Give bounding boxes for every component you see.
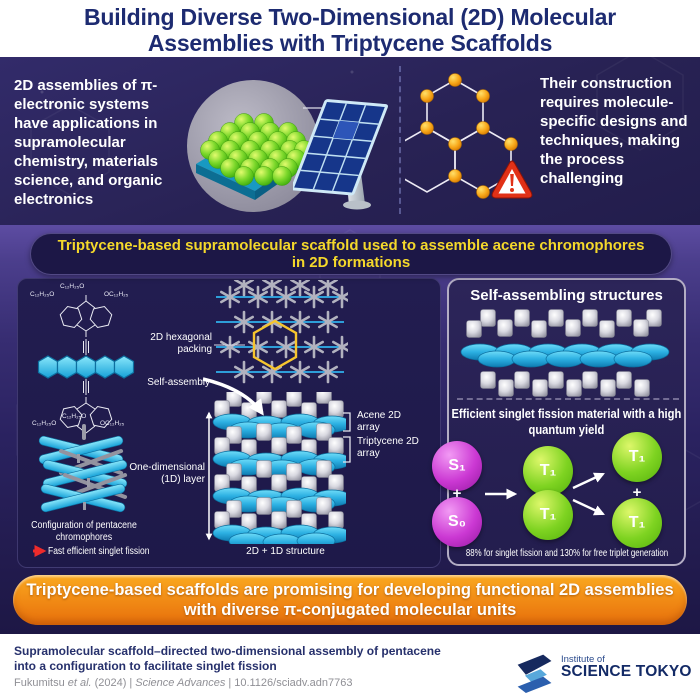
state-t1: T₁ [523,490,573,540]
science-tokyo-logo-icon [517,654,552,693]
citation-year: (2024) [94,677,127,689]
plus-sign: + [452,485,462,502]
self-assembling-structures-illustration [460,309,670,397]
citation-etal: et al. [67,677,92,689]
intro-left-text: 2D assemblies of π-electronic systems ha… [14,77,163,208]
paper-title: Supramolecular scaffold–directed two-dim… [14,644,441,673]
alkoxy-formula: C₁₂H₂₅O [30,291,55,298]
yield-caption: 88% for singlet fission and 130% for fre… [465,547,669,559]
state-s0: S₀ [432,497,482,547]
citation-separator: | [228,677,232,689]
header: Building Diverse Two-Dimensional (2D) Mo… [0,0,700,57]
citation-doi: 10.1126/sciadv.adn7763 [234,677,353,689]
state-t1: T₁ [612,498,662,548]
state-t1: T₁ [612,432,662,482]
scaffold-banner-text: Triptycene-based supramolecular scaffold… [57,237,645,271]
solar-panel-illustration [293,99,388,210]
alkoxy-formula: C₁₂H₂₅O [62,413,87,420]
configuration-label: Configuration of pentacene chromophores [31,520,137,543]
citation-author: Fukumitsu [14,677,65,689]
alkoxy-formula: OC₁₂H₂₅ [104,291,129,298]
citation-journal: Science Advances [135,677,226,689]
warning-icon [491,160,533,199]
hexagonal-packing-grid [216,280,348,384]
page-title: Building Diverse Two-Dimensional (2D) Mo… [83,4,617,56]
pentacene-molecule-structure [37,295,135,434]
hex-packing-label: 2D hexagonal packing [150,332,212,355]
state-t1: T₁ [523,446,573,496]
alkoxy-formula: OC₁₂H₂₅ [100,420,125,427]
scaffold-banner: Triptycene-based supramolecular scaffold… [30,233,672,275]
conclusion-banner: Triptycene-based scaffolds are promising… [13,575,687,625]
unit-cell-hexagon [252,319,298,371]
structure-label: 2D + 1D structure [246,546,325,557]
state-s1: S₁ [432,441,482,491]
logo-science-tokyo: SCIENCE TOKYO [561,663,692,680]
molecular-network-illustration [405,73,533,199]
triptycene-array-label: Triptycene 2D array [357,436,419,459]
self-assembly-label: Self-assembly [147,377,210,388]
conclusion-banner-text: Triptycene-based scaffolds are promising… [26,581,674,619]
acene-array-label: Acene 2D array [357,410,401,433]
panel-divider [457,398,679,400]
alkoxy-formula: C₁₂H₂₅O [60,283,85,290]
logo-institute-of: Institute of [561,654,605,665]
citation-separator: | [129,677,133,689]
2d-1d-structure [212,392,346,544]
alkoxy-formula: C₁₂H₂₅O [32,420,57,427]
fission-title: Efficient singlet fission material with … [451,406,682,437]
vertical-divider [399,66,401,214]
one-d-layer-label: One-dimensional (1D) layer [129,462,205,485]
chromophore-stack [38,424,128,513]
footer-background [0,634,700,700]
fast-fission-label: Fast efficient singlet fission [48,546,150,557]
intro-right-text: Their construction requires molecule-spe… [540,75,688,187]
structures-title: Self-assembling structures [470,287,663,304]
molecular-assembly-illustration [187,80,319,212]
plus-sign: + [632,484,642,501]
